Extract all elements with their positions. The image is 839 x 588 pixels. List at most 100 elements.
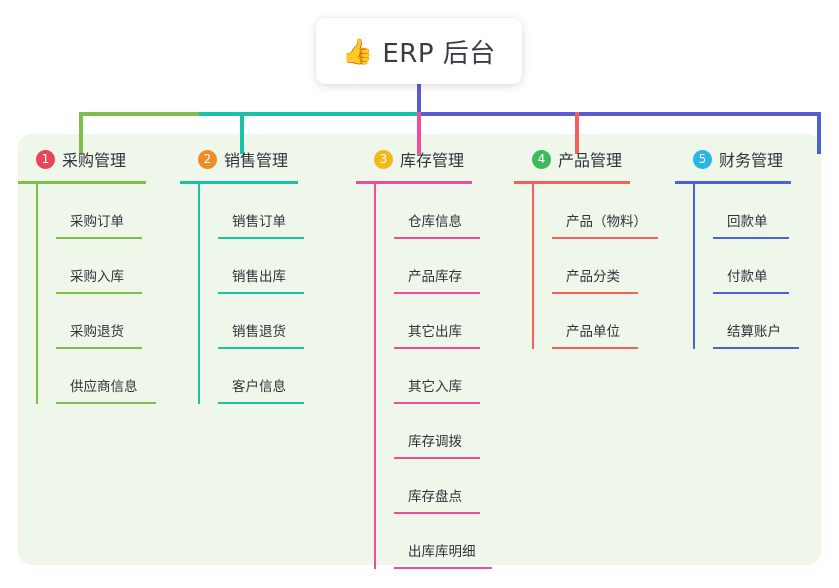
list-item[interactable]: 产品（物料） bbox=[552, 184, 658, 239]
content-panel bbox=[18, 134, 821, 565]
column-spine bbox=[36, 184, 38, 404]
list-item-label: 产品库存 bbox=[408, 269, 462, 285]
list-item-underline bbox=[218, 237, 304, 239]
list-item-label: 采购入库 bbox=[70, 269, 124, 285]
column-items: 回款单付款单结算账户 bbox=[693, 184, 799, 349]
column-spine bbox=[198, 184, 200, 404]
list-item-underline bbox=[394, 292, 480, 294]
column-header-4[interactable]: 4 产品管理 bbox=[514, 146, 630, 172]
list-item[interactable]: 产品分类 bbox=[552, 239, 638, 294]
list-item-underline bbox=[56, 292, 142, 294]
list-item[interactable]: 库存盘点 bbox=[394, 459, 480, 514]
list-item-label: 产品单位 bbox=[566, 324, 620, 340]
thumbs-up-icon: 👍 bbox=[342, 36, 374, 66]
list-item-underline bbox=[394, 237, 480, 239]
column-items: 仓库信息产品库存其它出库其它入库库存调拨库存盘点出库库明细 bbox=[374, 184, 492, 569]
list-item-label: 其它出库 bbox=[408, 324, 462, 340]
column-2: 2 销售管理销售订单销售出库销售退货客户信息 bbox=[180, 146, 304, 404]
list-item-underline bbox=[552, 347, 638, 349]
connector-drop-1 bbox=[79, 112, 83, 154]
column-title: 产品管理 bbox=[558, 151, 623, 170]
column-title: 销售管理 bbox=[224, 151, 289, 170]
column-underline bbox=[18, 181, 146, 184]
list-item[interactable]: 采购退货 bbox=[56, 294, 146, 349]
connector-drop-5 bbox=[817, 112, 821, 154]
list-item[interactable]: 仓库信息 bbox=[394, 184, 480, 239]
column-underline bbox=[675, 181, 791, 184]
list-item-label: 产品（物料） bbox=[566, 214, 647, 230]
list-item-label: 采购订单 bbox=[70, 214, 124, 230]
column-header-1[interactable]: 1 采购管理 bbox=[18, 146, 146, 172]
column-badge-icon: 1 bbox=[36, 149, 55, 169]
column-5: 5 财务管理回款单付款单结算账户 bbox=[675, 146, 799, 349]
list-item[interactable]: 采购订单 bbox=[56, 184, 146, 239]
list-item-underline bbox=[713, 347, 799, 349]
list-item-label: 客户信息 bbox=[232, 379, 286, 395]
list-item-label: 库存盘点 bbox=[408, 489, 462, 505]
list-item-underline bbox=[56, 347, 142, 349]
list-item-label: 仓库信息 bbox=[408, 214, 462, 230]
list-item[interactable]: 结算账户 bbox=[713, 294, 799, 349]
list-item-underline bbox=[394, 567, 492, 569]
list-item[interactable]: 供应商信息 bbox=[56, 349, 156, 404]
column-spine bbox=[374, 184, 376, 569]
list-item[interactable]: 客户信息 bbox=[218, 349, 304, 404]
list-item-underline bbox=[713, 237, 789, 239]
list-item[interactable]: 出库库明细 bbox=[394, 514, 492, 569]
list-item-underline bbox=[394, 457, 480, 459]
column-underline bbox=[356, 181, 472, 184]
column-items: 产品（物料） 产品分类产品单位 bbox=[532, 184, 658, 349]
column-1: 1 采购管理采购订单采购入库采购退货供应商信息 bbox=[18, 146, 156, 404]
list-item[interactable]: 销售订单 bbox=[218, 184, 304, 239]
list-item[interactable]: 销售出库 bbox=[218, 239, 304, 294]
column-badge-icon: 3 bbox=[374, 149, 393, 169]
column-spine bbox=[693, 184, 695, 349]
list-item-underline bbox=[394, 402, 480, 404]
connector-bus-right bbox=[418, 112, 821, 116]
list-item[interactable]: 库存调拨 bbox=[394, 404, 480, 459]
column-title: 采购管理 bbox=[62, 151, 127, 170]
column-header-5[interactable]: 5 财务管理 bbox=[675, 146, 791, 172]
list-item-underline bbox=[218, 402, 304, 404]
column-badge-icon: 4 bbox=[532, 149, 551, 169]
connector-bus-mid bbox=[199, 112, 418, 116]
list-item[interactable]: 销售退货 bbox=[218, 294, 304, 349]
column-header-3[interactable]: 3 库存管理 bbox=[356, 146, 472, 172]
list-item-label: 采购退货 bbox=[70, 324, 124, 340]
list-item[interactable]: 付款单 bbox=[713, 239, 791, 294]
list-item-underline bbox=[552, 292, 638, 294]
column-title: 库存管理 bbox=[400, 151, 465, 170]
connector-stem bbox=[417, 84, 421, 114]
column-items: 采购订单采购入库采购退货供应商信息 bbox=[36, 184, 156, 404]
list-item-label: 出库库明细 bbox=[408, 544, 476, 560]
column-items: 销售订单销售出库销售退货客户信息 bbox=[198, 184, 304, 404]
list-item[interactable]: 回款单 bbox=[713, 184, 791, 239]
list-item-underline bbox=[56, 402, 156, 404]
column-badge-icon: 2 bbox=[198, 149, 217, 169]
list-item[interactable]: 产品库存 bbox=[394, 239, 480, 294]
list-item-underline bbox=[218, 292, 304, 294]
list-item-label: 销售订单 bbox=[232, 214, 286, 230]
column-title: 财务管理 bbox=[719, 151, 784, 170]
list-item-underline bbox=[394, 347, 480, 349]
list-item-label: 销售出库 bbox=[232, 269, 286, 285]
column-3: 3 库存管理仓库信息产品库存其它出库其它入库库存调拨库存盘点出库库明细 bbox=[356, 146, 492, 569]
column-spine bbox=[532, 184, 534, 349]
list-item[interactable]: 产品单位 bbox=[552, 294, 638, 349]
list-item-underline bbox=[394, 512, 480, 514]
list-item-label: 产品分类 bbox=[566, 269, 620, 285]
column-badge-icon: 5 bbox=[693, 149, 712, 169]
list-item[interactable]: 采购入库 bbox=[56, 239, 146, 294]
connector-drop-4 bbox=[575, 112, 579, 154]
list-item[interactable]: 其它入库 bbox=[394, 349, 480, 404]
list-item-underline bbox=[713, 292, 789, 294]
list-item[interactable]: 其它出库 bbox=[394, 294, 480, 349]
list-item-label: 回款单 bbox=[727, 214, 768, 230]
list-item-label: 库存调拨 bbox=[408, 434, 462, 450]
root-node-card[interactable]: 👍 ERP 后台 bbox=[316, 18, 522, 84]
connector-drop-3 bbox=[417, 112, 421, 154]
list-item-underline bbox=[218, 347, 304, 349]
list-item-label: 供应商信息 bbox=[70, 379, 138, 395]
list-item-underline bbox=[552, 237, 658, 239]
column-header-2[interactable]: 2 销售管理 bbox=[180, 146, 298, 172]
